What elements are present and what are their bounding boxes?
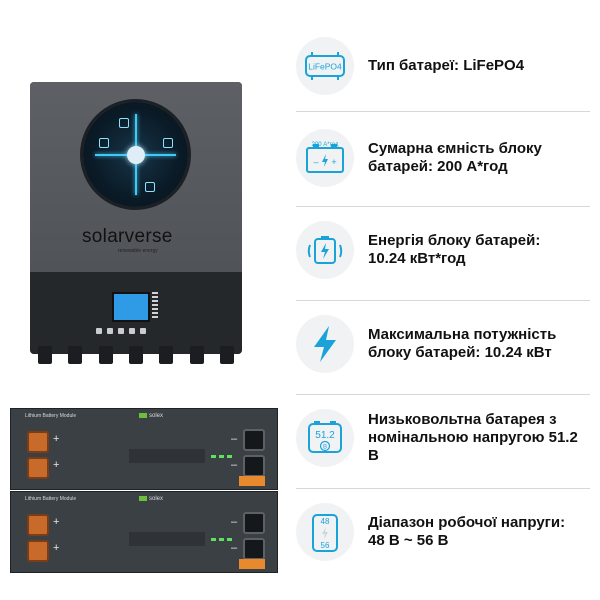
battery-control-panel xyxy=(129,449,205,463)
inverter-lcd-screen xyxy=(112,292,150,322)
voltage-range-icon: 48 56 xyxy=(296,503,354,561)
feature-text: Сумарна ємність блоку батарей: 200 А*год xyxy=(368,140,542,175)
divider xyxy=(296,488,590,489)
feature-text: Діапазон робочої напруги: 48 В ~ 56 В xyxy=(368,514,566,549)
battery-label: Lithium Battery Module xyxy=(25,496,77,502)
battery-module-2: Lithium Battery Module solex + + – – xyxy=(10,491,278,573)
feature-nominal-voltage: 51.2 В Низьковольтна батарея з номінальн… xyxy=(296,402,590,474)
svg-text:200 А*год: 200 А*год xyxy=(312,142,339,148)
negative-terminal xyxy=(243,538,265,560)
negative-terminal xyxy=(243,455,265,477)
brand-logo: solarverse xyxy=(82,226,173,247)
feature-text: Низьковольтна батарея з номінальною напр… xyxy=(368,411,578,464)
svg-text:+: + xyxy=(331,157,336,167)
battery-module-1: Lithium Battery Module solex + + – – xyxy=(10,408,278,490)
feature-list: LiFePO4 Тип батареї: LiFePO4 200 А*год –… xyxy=(296,28,590,588)
feature-battery-type: LiFePO4 Тип батареї: LiFePO4 xyxy=(296,30,590,102)
divider xyxy=(296,394,590,395)
feature-voltage-range: 48 56 Діапазон робочої напруги: 48 В ~ 5… xyxy=(296,496,590,568)
positive-terminal xyxy=(27,540,49,562)
battery-logo: solex xyxy=(139,496,163,502)
battery-capacity-icon: 200 А*год – + xyxy=(296,129,354,187)
inverter-level-indicator xyxy=(152,292,158,318)
negative-terminal xyxy=(243,429,265,451)
feature-text: Максимальна потужність блоку батарей: 10… xyxy=(368,326,557,361)
feature-text: Тип батареї: LiFePO4 xyxy=(368,57,525,74)
positive-terminal xyxy=(27,457,49,479)
inverter-ports xyxy=(30,346,242,370)
brand-subtitle: renewable energy xyxy=(118,248,158,254)
feature-energy: Енергія блоку батарей: 10.24 кВт*год xyxy=(296,214,590,286)
feature-text: Енергія блоку батарей: 10.24 кВт*год xyxy=(368,232,541,267)
battery-chip-icon: LiFePO4 xyxy=(296,37,354,95)
inverter: solarverse renewable energy xyxy=(30,82,242,354)
svg-text:В: В xyxy=(323,445,327,451)
inverter-buttons xyxy=(96,328,176,334)
svg-text:56: 56 xyxy=(321,541,330,550)
lightning-icon xyxy=(296,315,354,373)
svg-text:LiFePO4: LiFePO4 xyxy=(308,62,342,72)
battery-label: Lithium Battery Module xyxy=(25,413,77,419)
svg-text:51.2: 51.2 xyxy=(315,430,335,441)
divider xyxy=(296,300,590,301)
inverter-display-dial xyxy=(83,102,188,207)
positive-terminal xyxy=(27,514,49,536)
divider xyxy=(296,206,590,207)
svg-text:–: – xyxy=(313,157,318,167)
voltage-battery-icon: 51.2 В xyxy=(296,409,354,467)
svg-text:48: 48 xyxy=(321,517,330,526)
feature-capacity: 200 А*год – + Сумарна ємність блоку бата… xyxy=(296,122,590,194)
battery-logo: solex xyxy=(139,413,163,419)
product-image: solarverse renewable energy Lithium Batt… xyxy=(0,0,280,600)
feature-max-power: Максимальна потужність блоку батарей: 10… xyxy=(296,308,590,380)
negative-terminal xyxy=(243,512,265,534)
positive-terminal xyxy=(27,431,49,453)
battery-energy-icon xyxy=(296,221,354,279)
inverter-upper-panel: solarverse renewable energy xyxy=(30,82,242,272)
divider xyxy=(296,111,590,112)
battery-control-panel xyxy=(129,532,205,546)
